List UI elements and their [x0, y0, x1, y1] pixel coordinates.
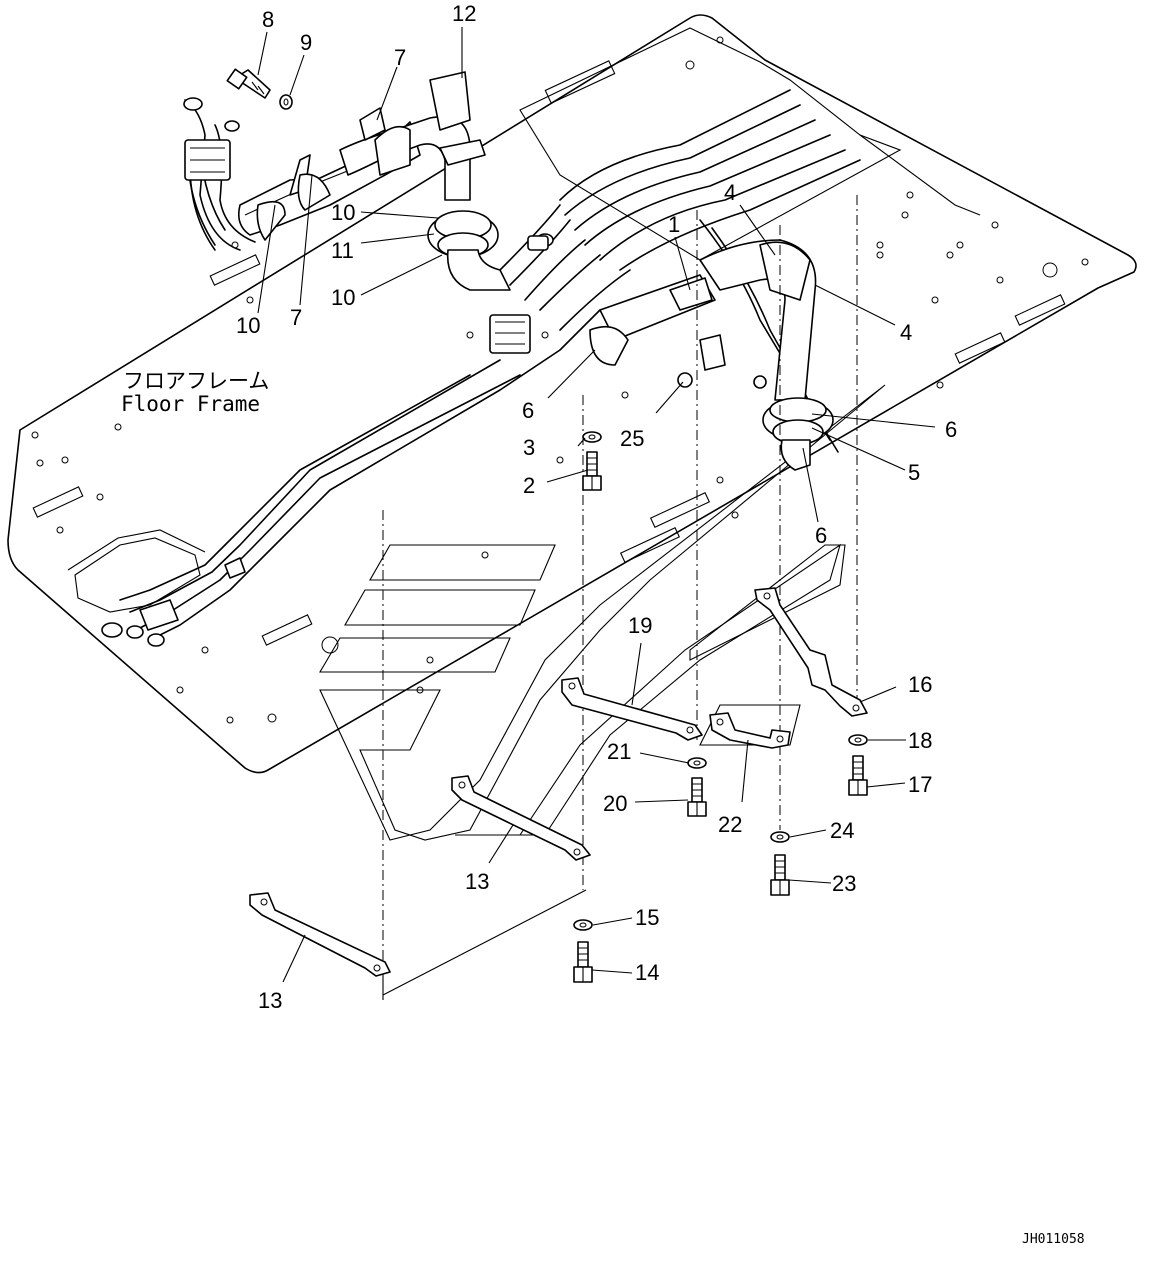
bolt-14 [573, 941, 593, 983]
callout-20: 20 [603, 791, 627, 816]
bracket-13-lower [249, 892, 391, 977]
bracket-13-upper [451, 775, 591, 861]
callout-10-left: 10 [236, 313, 260, 338]
callout-18: 18 [908, 728, 932, 753]
callout-23: 23 [832, 871, 856, 896]
bolt-17 [848, 755, 868, 796]
callout-10-lower: 10 [331, 285, 355, 310]
callout-7-top: 7 [394, 45, 406, 70]
callout-9: 9 [300, 30, 312, 55]
washer-15 [573, 919, 593, 931]
washer-21 [687, 757, 707, 769]
callout-6-right: 6 [945, 417, 957, 442]
frame-holes [31, 36, 1089, 724]
floor-frame [7, 14, 1137, 774]
callouts: 8 9 12 7 10 11 10 10 7 1 4 4 6 3 2 25 6 … [236, 1, 957, 1013]
callout-21: 21 [607, 739, 631, 764]
callout-14: 14 [635, 960, 659, 985]
washer-24 [770, 831, 790, 843]
boot-assembly-left [256, 71, 511, 291]
bolt-20 [687, 777, 707, 817]
callout-4-top: 4 [724, 180, 736, 205]
floor-frame-caption-jp: フロアフレーム [123, 369, 269, 393]
bracket-16 [754, 587, 868, 717]
callout-6-lower: 6 [815, 523, 827, 548]
bracket-19 [561, 677, 703, 741]
bracket-22 [709, 712, 791, 749]
callout-25: 25 [620, 426, 644, 451]
callout-5: 5 [908, 460, 920, 485]
callout-8: 8 [262, 7, 274, 32]
callout-22: 22 [718, 812, 742, 837]
callout-1: 1 [668, 212, 680, 237]
assembly-lines [382, 195, 858, 1000]
bolt-8 [226, 68, 271, 99]
callout-16: 16 [908, 672, 932, 697]
washer-9 [279, 94, 293, 110]
frame-slots [32, 60, 1066, 646]
hose-bundle-long [101, 309, 601, 647]
drawing-code: JH011058 [1022, 1232, 1085, 1247]
callout-19: 19 [628, 613, 652, 638]
washer-18 [848, 734, 868, 746]
callout-17: 17 [908, 772, 932, 797]
callout-6-left: 6 [522, 398, 534, 423]
hose-bundle-right [489, 89, 861, 453]
callout-24: 24 [830, 818, 854, 843]
callout-13-lower: 13 [258, 988, 282, 1013]
callout-11: 11 [331, 238, 354, 263]
callout-4-right: 4 [900, 320, 912, 345]
callout-15: 15 [635, 905, 659, 930]
bolt-2 [582, 451, 602, 491]
callout-12: 12 [452, 1, 476, 26]
floor-frame-caption-en: Floor Frame [121, 392, 260, 416]
leader-lines [257, 27, 936, 983]
callout-13-upper: 13 [465, 869, 489, 894]
callout-10-upper: 10 [331, 200, 355, 225]
callout-3: 3 [523, 435, 535, 460]
washer-3 [582, 431, 602, 443]
bolt-23 [770, 854, 790, 896]
arrow-decal [319, 384, 886, 841]
callout-2: 2 [523, 473, 535, 498]
callout-7-left: 7 [290, 305, 302, 330]
